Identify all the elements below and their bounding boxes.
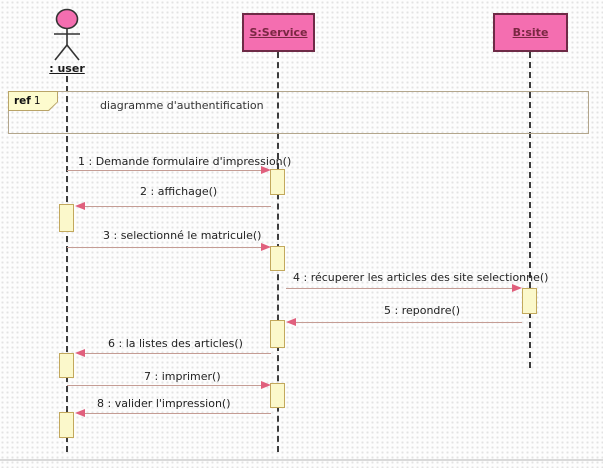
ref-tag: ref 1 — [8, 91, 58, 111]
ref-number: 1 — [33, 95, 41, 107]
message-5-arrowhead-icon — [286, 318, 296, 326]
activation-bar-user-3 — [59, 412, 74, 438]
ref-keyword: ref — [14, 95, 31, 107]
message-4-label: 4 : récuperer les articles des site sele… — [293, 271, 549, 284]
message-3-line — [67, 247, 263, 248]
actor-user-label: : user — [49, 62, 85, 75]
actor-head — [55, 8, 79, 30]
image-edge-shadow — [0, 459, 603, 461]
activation-bar-user-1 — [59, 204, 74, 232]
lifeline-site — [529, 52, 531, 368]
activation-bar-site-1 — [522, 288, 537, 314]
message-4-line — [286, 288, 514, 289]
lifeline-user — [66, 76, 68, 452]
message-2-arrowhead-icon — [75, 202, 85, 210]
object-label-service: S:Service — [249, 26, 308, 39]
message-1-arrowhead-icon — [261, 166, 271, 174]
message-5-label: 5 : repondre() — [384, 304, 461, 317]
message-6-line — [85, 353, 271, 354]
ref-frame — [8, 91, 589, 134]
activation-bar-service-4 — [270, 383, 285, 408]
ref-operand-label: diagramme d'authentification — [100, 99, 264, 112]
message-8-line — [85, 413, 271, 414]
activation-bar-service-2 — [270, 246, 285, 271]
activation-bar-user-2 — [59, 353, 74, 378]
actor-user — [54, 8, 80, 61]
message-2-line — [85, 206, 271, 207]
message-6-arrowhead-icon — [75, 349, 85, 357]
message-1-line — [67, 170, 263, 171]
message-4-arrowhead-icon — [512, 284, 522, 292]
message-1-label: 1 : Demande formulaire d'impression() — [78, 155, 292, 168]
message-2-label: 2 : affichage() — [140, 185, 218, 198]
message-8-arrowhead-icon — [75, 409, 85, 417]
message-7-line — [67, 385, 263, 386]
message-5-line — [296, 322, 522, 323]
message-7-label: 7 : imprimer() — [144, 370, 221, 383]
object-box-site: B:site — [493, 13, 568, 52]
object-label-site: B:site — [512, 26, 549, 39]
message-6-label: 6 : la listes des articles() — [108, 337, 243, 350]
object-box-service: S:Service — [242, 13, 315, 52]
message-8-label: 8 : valider l'impression() — [97, 397, 231, 410]
message-7-arrowhead-icon — [261, 381, 271, 389]
activation-bar-service-1 — [270, 169, 285, 195]
message-3-label: 3 : selectionné le matricule() — [103, 229, 262, 242]
activation-bar-service-3 — [270, 320, 285, 348]
message-3-arrowhead-icon — [261, 243, 271, 251]
